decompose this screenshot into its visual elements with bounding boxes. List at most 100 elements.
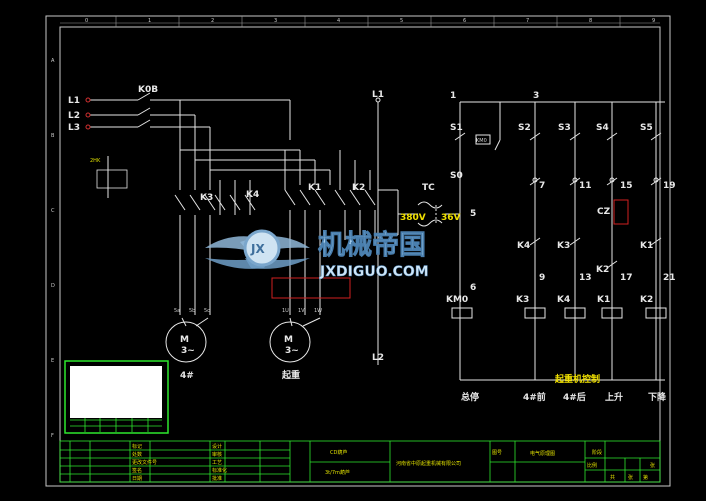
coil-k2: K2 [640,295,653,305]
column-label: 6 [463,18,466,24]
title-field-label: 设计 [212,443,222,450]
motor1-terminal-1: 5a [174,308,180,314]
interlock-k2: K2 [596,265,609,275]
contactor-label-k4: K4 [246,190,259,200]
column-label: 7 [526,18,529,24]
caption-stop: 总停 [461,391,479,403]
watermark-logo: JX 机械帝国 JXDIGUO.COM [205,229,429,280]
product-name: CD葫芦 [330,449,347,456]
column-label: 2 [211,18,214,24]
wire-15: 15 [620,181,633,191]
motor2-caption: 起重 [281,369,300,381]
title-right-label: 比例 [587,462,597,469]
contactor-label-k3: K3 [200,193,213,203]
title-field-label: 处数 [132,451,142,458]
contactor-label-k1: K1 [308,183,321,193]
voltage-primary: 380V [400,213,426,223]
coil-k4: K4 [557,295,570,305]
title-right-label: 张 [628,474,633,481]
title-field-label: 标记 [132,443,142,450]
caption-forward: 4#前 [523,391,546,403]
wire-9: 9 [539,273,545,283]
title-field-label: 工艺 [212,460,222,466]
column-label: 0 [85,18,88,24]
group-label: 起重机控制 [554,373,600,385]
switch-s4: S4 [596,123,609,133]
watermark-badge: JX [250,242,265,256]
breaker-label: 2HK [90,158,101,164]
thermal-relay-box [271,277,351,299]
title-right-label: 阶段 [592,449,602,456]
row-label: F [51,433,54,439]
title-right-label: 共 [610,474,615,481]
phase-label-l3: L3 [68,123,80,133]
drawing-title: 电气原理图 [530,450,555,457]
wire-7: 7 [539,181,545,191]
control-supply-top: L1 [372,90,384,100]
gear-icon [243,229,281,267]
column-label: 5 [400,18,403,24]
limit-switch-box [613,199,629,225]
row-label: C [51,208,55,214]
motor1-terminal-2: 5b [189,308,195,314]
transformer-label: TC [422,183,435,193]
title-field-label: 更改文件号 [132,459,157,466]
coil-k3: K3 [516,295,529,305]
phase-terminals [85,97,91,130]
motor1-name: M [180,335,189,345]
row-label: E [51,358,54,364]
column-label: 3 [274,18,277,24]
start-button-label: S0 [450,171,463,181]
caption-up: 上升 [605,391,623,403]
interlock-k1: K1 [640,241,653,251]
interlock-k4: K4 [517,241,530,251]
wire-6: 6 [470,283,476,293]
title-right-label: 第 [643,474,648,481]
voltage-secondary: 36V [441,213,461,223]
company-name: 河南省中原起重机械有限公司 [396,460,461,467]
motor1-phase: 3~ [181,346,195,356]
title-field-label: 批准 [212,475,222,482]
control-circuit [377,101,667,381]
row-label: D [51,283,55,289]
wire-11: 11 [579,181,592,191]
row-label: A [51,58,55,64]
motor1-terminal-3: 5c [204,308,210,314]
control-supply-bottom: L2 [372,353,384,363]
motor1-caption: 4# [180,371,194,381]
coil-km0: KM0 [446,295,468,305]
motor2-phase: 3~ [285,346,299,356]
title-block: 标记处数更改文件号签名日期设计审核工艺标准化批准图号比例共张第张阶段 CD葫芦 … [59,440,661,483]
node-3: 3 [533,91,539,101]
switch-s5: S5 [640,123,653,133]
power-labels: L1 L2 L3 K0B 2HK K3 K4 K1 K2 5a 5b 5c 1U… [68,85,365,381]
limit-switch-cz: CZ [597,207,611,217]
motor2-terminal-2: 1V [298,308,305,314]
title-field-label: 日期 [132,476,142,482]
coil-k1: K1 [597,295,610,305]
main-switch-label: K0B [138,85,158,95]
switch-s2: S2 [518,123,531,133]
title-block-fields: 标记处数更改文件号签名日期设计审核工艺标准化批准图号比例共张第张阶段 [132,443,655,482]
column-label: 9 [652,18,655,24]
watermark-text-cn: 机械帝国 [318,229,426,261]
caption-down: 下降 [648,391,667,403]
control-nodes [375,97,659,183]
interlock-k3: K3 [557,241,570,251]
watermark-text-en: JXDIGUO.COM [319,264,429,280]
wire-17: 17 [620,273,633,283]
title-right-label: 张 [650,462,655,469]
phase-label-l1: L1 [68,96,80,106]
motor2-name: M [284,335,293,345]
column-label: 4 [337,18,340,24]
caption-backward: 4#后 [563,391,586,403]
revision-panel [64,360,169,434]
control-labels: L1 L2 TC 380V 36V 1 3 S1 S2 S3 S4 S5 KM0… [372,90,676,403]
wire-19: 19 [663,181,676,191]
column-label: 8 [589,18,592,24]
wire-13: 13 [579,273,592,283]
product-subtitle: 3t/7m葫芦 [325,469,350,476]
